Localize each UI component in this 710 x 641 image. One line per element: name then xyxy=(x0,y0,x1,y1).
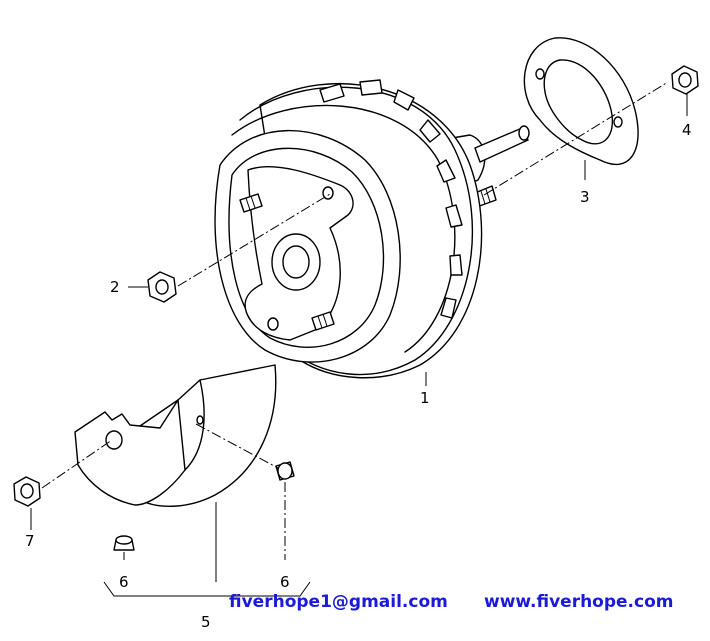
contact-email: fiverhope1@gmail.com xyxy=(229,592,448,612)
flange-hole-upper xyxy=(322,186,334,200)
center-lines xyxy=(41,81,669,560)
callout-4: 4 xyxy=(682,121,692,139)
gasket-hole-upper xyxy=(535,68,545,80)
callout-3: 3 xyxy=(580,188,590,206)
nut-part-2 xyxy=(147,271,177,303)
leader-lines xyxy=(30,94,688,597)
callout-7: 7 xyxy=(25,532,35,550)
clip-part-6-right xyxy=(275,461,295,481)
bracket-hole xyxy=(105,430,123,450)
gasket-part xyxy=(523,37,639,166)
callout-2: 2 xyxy=(110,278,120,296)
nut-part-7 xyxy=(13,476,41,507)
heat-shield-part xyxy=(74,364,277,508)
center-boss xyxy=(271,233,321,291)
front-stud-upper xyxy=(239,193,263,213)
contact-website: www.fiverhope.com xyxy=(484,592,674,612)
callout-1: 1 xyxy=(420,389,430,407)
flange-hole-lower xyxy=(267,317,279,331)
callout-5: 5 xyxy=(201,613,211,631)
clip-part-6-left xyxy=(113,535,135,551)
nut-part-4 xyxy=(671,65,699,95)
gasket-hole-lower xyxy=(613,116,623,128)
front-stud-lower xyxy=(311,311,335,331)
callout-6-left: 6 xyxy=(119,573,129,591)
callout-6-right: 6 xyxy=(280,573,290,591)
brake-booster xyxy=(214,79,483,379)
